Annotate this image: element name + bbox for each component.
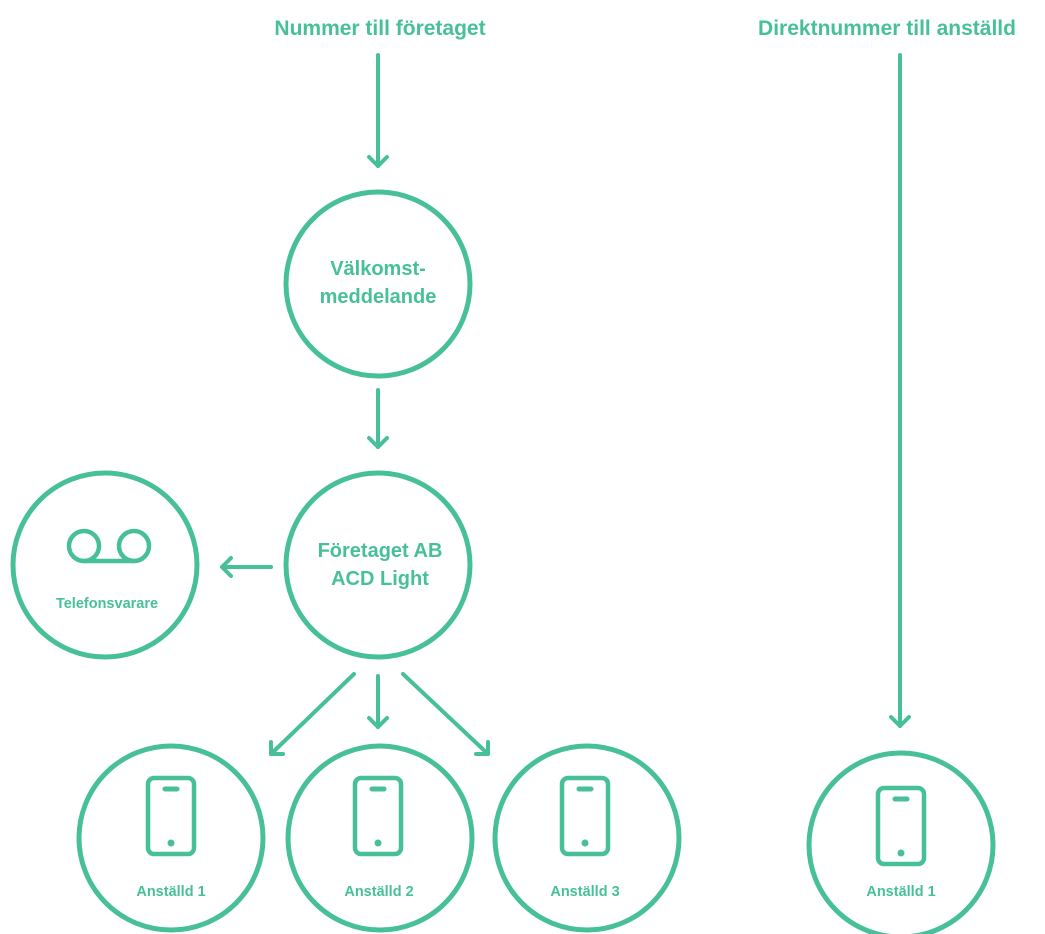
- employee-2-node: [285, 743, 475, 933]
- arrow-acd-to-employee-1: [269, 672, 356, 756]
- arrow-company-number-to-welcome: [367, 53, 389, 168]
- voicemail-label: Telefonsvarare: [55, 596, 159, 612]
- arrow-direct-number-to-employee: [889, 53, 911, 728]
- mobile-phone-icon: [875, 785, 927, 867]
- mobile-phone-icon: [559, 775, 611, 857]
- arrow-acd-to-voicemail: [220, 556, 273, 578]
- acd-node: [283, 470, 473, 660]
- mobile-phone-icon: [352, 775, 404, 857]
- welcome-label-line-1: Välkomst-: [330, 258, 426, 280]
- acd-label-line-2: ACD Light: [331, 568, 429, 590]
- employee-3-node: [492, 743, 682, 933]
- welcome-label: Välkomst- meddelande: [320, 255, 437, 311]
- employee-2-label: Anställd 2: [344, 884, 414, 900]
- arrow-acd-to-employee-2: [367, 674, 389, 729]
- direct-employee-label: Anställd 1: [866, 884, 936, 900]
- company-number-heading: Nummer till företaget: [274, 17, 486, 40]
- employee-1-node: [76, 743, 266, 933]
- employee-3-label: Anställd 3: [550, 884, 620, 900]
- direct-number-heading: Direktnummer till anställd: [758, 17, 1016, 40]
- employee-1-label: Anställd 1: [136, 884, 206, 900]
- welcome-node: [283, 189, 473, 379]
- voicemail-node: [10, 470, 200, 660]
- voicemail-icon: [66, 528, 152, 564]
- acd-label: Företaget AB ACD Light: [318, 537, 443, 593]
- direct-employee-node: [806, 750, 996, 934]
- welcome-label-line-2: meddelande: [319, 286, 437, 308]
- arrow-acd-to-employee-3: [401, 672, 490, 756]
- acd-label-line-1: Företaget AB: [317, 540, 443, 562]
- mobile-phone-icon: [145, 775, 197, 857]
- arrow-welcome-to-acd: [367, 388, 389, 449]
